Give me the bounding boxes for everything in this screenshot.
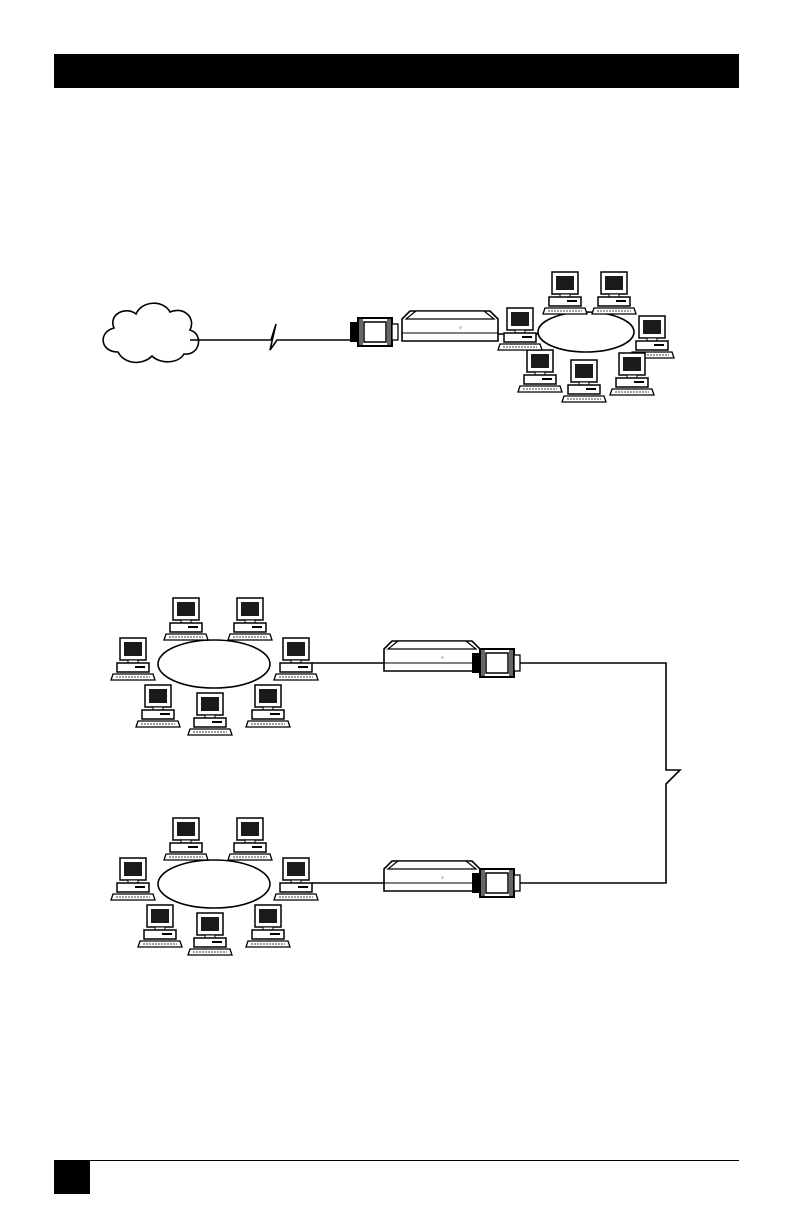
wan-link-line	[190, 324, 350, 350]
router-box-icon	[384, 641, 480, 671]
computer-workstation-icon	[228, 598, 272, 640]
computer-workstation-icon	[111, 638, 155, 680]
computer-workstation-icon	[111, 858, 155, 900]
computer-workstation-icon	[188, 693, 232, 735]
interface-adapter-icon	[350, 318, 398, 346]
computer-workstation-icon	[228, 818, 272, 860]
bottom-lan-2	[111, 818, 520, 955]
computer-workstation-icon	[562, 360, 606, 402]
computer-workstation-icon	[164, 818, 208, 860]
interface-adapter-icon	[472, 649, 520, 677]
computer-workstation-icon	[630, 316, 674, 358]
computer-workstation-icon	[274, 858, 318, 900]
lan-ring-icon	[158, 860, 270, 908]
computer-workstation-icon	[592, 272, 636, 314]
computer-workstation-icon	[246, 685, 290, 727]
interface-adapter-icon	[472, 869, 520, 897]
router-box-icon	[384, 861, 480, 891]
router-box-icon	[402, 311, 498, 341]
computer-workstation-icon	[498, 308, 542, 350]
wan-link-line	[520, 663, 680, 883]
computer-workstation-icon	[543, 272, 587, 314]
top-diagram	[103, 272, 674, 402]
computer-workstation-icon	[518, 350, 562, 392]
computer-workstation-icon	[136, 685, 180, 727]
lan-ring-icon	[538, 312, 634, 352]
bottom-lan-1	[111, 598, 520, 735]
computer-workstation-icon	[274, 638, 318, 680]
computer-workstation-icon	[610, 353, 654, 395]
lan-ring-icon	[158, 640, 270, 688]
computer-workstation-icon	[246, 905, 290, 947]
computer-workstation-icon	[138, 905, 182, 947]
computer-workstation-icon	[188, 913, 232, 955]
computer-workstation-icon	[164, 598, 208, 640]
network-cloud-icon	[103, 303, 198, 362]
